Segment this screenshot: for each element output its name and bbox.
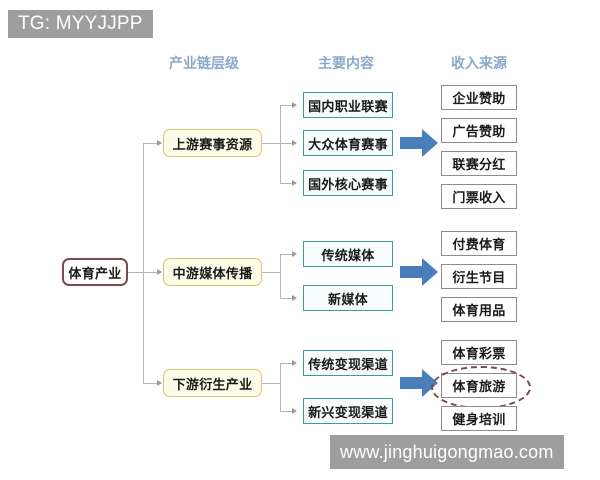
connector-downstream-stub bbox=[262, 383, 280, 384]
connector-root-to-downstream bbox=[143, 383, 160, 384]
connector-root-stub bbox=[126, 272, 144, 273]
node-revenue-sports-lottery[interactable]: 体育彩票 bbox=[441, 340, 517, 365]
node-content-label: 国内职业联赛 bbox=[308, 98, 388, 114]
arrowhead-upstream-to-c2 bbox=[292, 139, 297, 146]
connector-downstream-to-c1 bbox=[280, 363, 295, 364]
connector-root-to-upstream bbox=[143, 143, 160, 144]
right-block-arrow-icon-downstream bbox=[400, 368, 438, 398]
node-revenue-ticket-income[interactable]: 门票收入 bbox=[441, 184, 517, 209]
node-revenue-sporting-goods[interactable]: 体育用品 bbox=[441, 297, 517, 322]
node-revenue-paid-sports[interactable]: 付费体育 bbox=[441, 231, 517, 256]
node-stage-downstream[interactable]: 下游衍生产业 bbox=[163, 369, 262, 397]
node-revenue-fitness-training[interactable]: 健身培训 bbox=[441, 406, 517, 431]
arrowhead-midstream-to-c1 bbox=[292, 250, 297, 257]
node-revenue-sports-tourism[interactable]: 体育旅游 bbox=[441, 373, 517, 398]
connector-upstream-to-c1 bbox=[280, 105, 295, 106]
node-revenue-advertising-sponsorship[interactable]: 广告赞助 bbox=[441, 118, 517, 143]
node-content-mass-sports-events[interactable]: 大众体育赛事 bbox=[303, 130, 393, 156]
connector-upstream-to-c2 bbox=[280, 143, 295, 144]
node-stage-downstream-label: 下游衍生产业 bbox=[172, 376, 253, 392]
node-revenue-label: 广告赞助 bbox=[452, 124, 506, 139]
node-content-label: 传统媒体 bbox=[321, 247, 375, 263]
arrowhead-root-to-midstream bbox=[157, 268, 162, 275]
node-stage-upstream[interactable]: 上游赛事资源 bbox=[163, 129, 262, 157]
watermark-top: TG: MYYJJPP bbox=[8, 10, 153, 38]
column-header-revenue-source: 收入来源 bbox=[451, 55, 507, 71]
column-header-main-content: 主要内容 bbox=[318, 55, 374, 71]
arrowhead-upstream-to-c1 bbox=[292, 101, 297, 108]
node-revenue-label: 门票收入 bbox=[452, 190, 506, 205]
node-content-domestic-pro-league[interactable]: 国内职业联赛 bbox=[303, 92, 393, 118]
connector-downstream-to-c2 bbox=[280, 411, 295, 412]
watermark-bottom: www.jinghuigongmao.com bbox=[330, 435, 564, 469]
right-block-arrow-icon-upstream bbox=[400, 128, 438, 158]
connector-upstream-stub bbox=[262, 143, 280, 144]
node-stage-midstream[interactable]: 中游媒体传播 bbox=[163, 258, 262, 286]
node-content-new-media[interactable]: 新媒体 bbox=[303, 285, 393, 311]
arrowhead-midstream-to-c2 bbox=[292, 294, 297, 301]
connector-root-spine bbox=[143, 143, 144, 383]
connector-midstream-spine bbox=[280, 254, 281, 298]
node-revenue-corporate-sponsorship[interactable]: 企业赞助 bbox=[441, 85, 517, 110]
arrowhead-downstream-to-c2 bbox=[292, 407, 297, 414]
node-revenue-label: 企业赞助 bbox=[452, 91, 506, 106]
connector-root-to-midstream bbox=[143, 272, 160, 273]
node-content-emerging-monetization-channel[interactable]: 新兴变现渠道 bbox=[303, 398, 393, 424]
arrowhead-root-to-downstream bbox=[157, 379, 162, 386]
node-content-overseas-core-events[interactable]: 国外核心赛事 bbox=[303, 170, 393, 196]
node-revenue-label: 联赛分红 bbox=[452, 157, 506, 172]
node-revenue-label: 体育旅游 bbox=[452, 379, 506, 394]
connector-upstream-to-c3 bbox=[280, 183, 295, 184]
node-revenue-label: 衍生节目 bbox=[452, 270, 506, 285]
node-stage-upstream-label: 上游赛事资源 bbox=[172, 136, 253, 152]
node-revenue-label: 体育彩票 bbox=[452, 346, 506, 361]
node-root-label: 体育产业 bbox=[68, 265, 122, 281]
node-revenue-derivative-programs[interactable]: 衍生节目 bbox=[441, 264, 517, 289]
node-revenue-league-dividends[interactable]: 联赛分红 bbox=[441, 151, 517, 176]
node-stage-midstream-label: 中游媒体传播 bbox=[172, 265, 253, 281]
arrowhead-downstream-to-c1 bbox=[292, 359, 297, 366]
connector-midstream-to-c1 bbox=[280, 254, 295, 255]
connector-midstream-stub bbox=[262, 272, 280, 273]
node-content-label: 传统变现渠道 bbox=[308, 356, 388, 372]
node-root-sports-industry[interactable]: 体育产业 bbox=[62, 258, 128, 286]
connector-downstream-spine bbox=[280, 363, 281, 411]
node-revenue-label: 体育用品 bbox=[452, 303, 506, 318]
connector-upstream-spine bbox=[280, 105, 281, 183]
right-block-arrow-icon-midstream bbox=[400, 257, 438, 287]
node-content-label: 国外核心赛事 bbox=[308, 176, 388, 192]
node-revenue-label: 付费体育 bbox=[452, 237, 506, 252]
arrowhead-root-to-upstream bbox=[157, 139, 162, 146]
node-content-traditional-monetization-channel[interactable]: 传统变现渠道 bbox=[303, 350, 393, 376]
arrowhead-upstream-to-c3 bbox=[292, 179, 297, 186]
connector-midstream-to-c2 bbox=[280, 298, 295, 299]
node-revenue-label: 健身培训 bbox=[452, 412, 506, 427]
node-content-traditional-media[interactable]: 传统媒体 bbox=[303, 241, 393, 267]
node-content-label: 新兴变现渠道 bbox=[308, 404, 388, 420]
node-content-label: 大众体育赛事 bbox=[308, 136, 388, 152]
node-content-label: 新媒体 bbox=[328, 291, 368, 307]
column-header-industry-chain-level: 产业链层级 bbox=[169, 55, 239, 71]
